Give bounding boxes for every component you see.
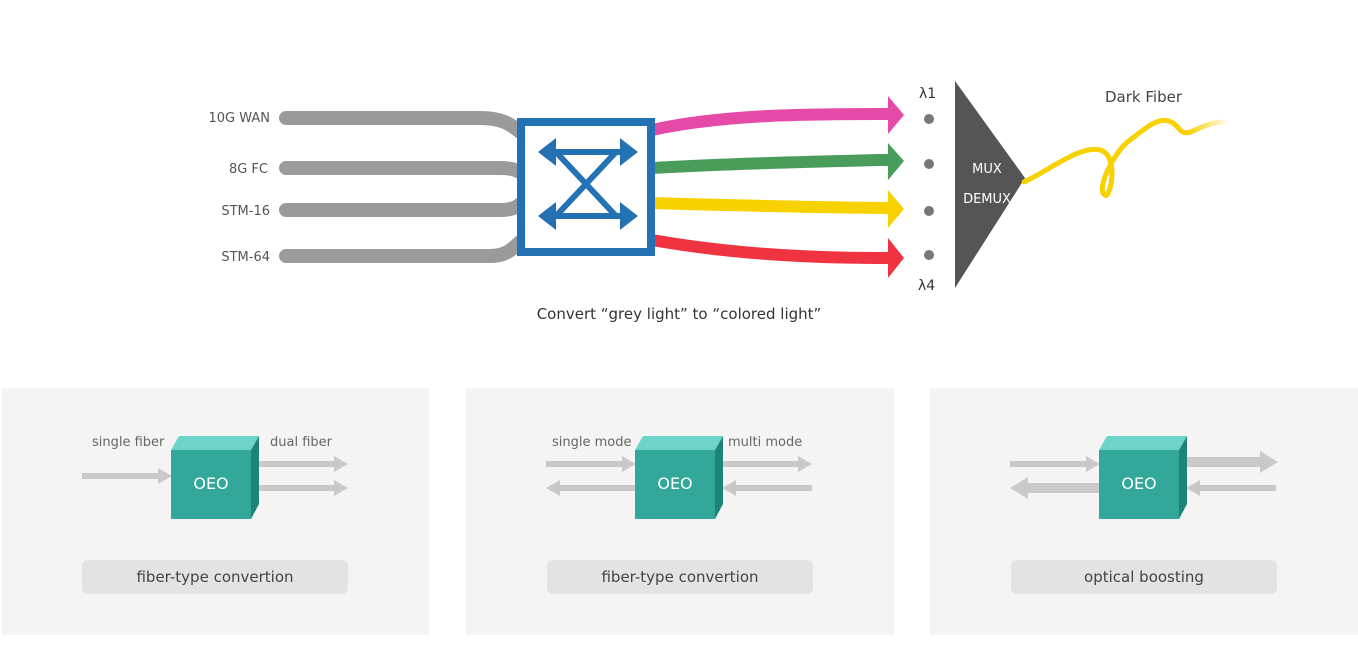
- oeo-cube-icon: [635, 436, 723, 519]
- arrowhead-red: [888, 238, 904, 278]
- mux-label: MUX: [972, 162, 1002, 177]
- arrowhead-yellow: [888, 190, 904, 228]
- oeo-cube-icon: [1099, 436, 1187, 519]
- panel-2-diagram: single mode multi mode OEO: [546, 435, 812, 519]
- panel-caption: optical boosting: [1011, 560, 1277, 594]
- panel-3-diagram: OEO: [1010, 436, 1278, 519]
- wavelength-dots: [924, 114, 934, 260]
- panel-fiber-type-single-dual: single fiber dual fiber OEO fiber-type c…: [2, 388, 429, 635]
- oeo-cube-icon: [171, 436, 259, 519]
- input-label-8g-fc: 8G FC: [229, 162, 268, 177]
- lambda-1-label: λ1: [919, 86, 936, 102]
- arrowhead-green: [888, 143, 904, 180]
- grey-fibers: [279, 111, 532, 263]
- panel-fiber-type-mode: single mode multi mode OEO fiber-type co…: [466, 388, 894, 635]
- fiber-10g-wan: [279, 111, 532, 142]
- multi-mode-label: multi mode: [728, 435, 802, 450]
- fiber-yellow: [651, 197, 881, 214]
- arrow-right-icon: [546, 456, 636, 472]
- arrow-left-icon: [722, 480, 812, 496]
- mux-demux-block: [955, 81, 1025, 288]
- arrow-right-icon: [258, 456, 348, 472]
- dark-fiber-line: [1021, 117, 1233, 198]
- panel-caption: fiber-type convertion: [547, 560, 813, 594]
- arrow-right-icon: [1010, 456, 1100, 472]
- oeo-label: OEO: [193, 474, 228, 493]
- arrow-right-icon: [82, 468, 172, 484]
- demux-label: DEMUX: [963, 192, 1011, 207]
- arrowhead-magenta: [888, 96, 904, 134]
- dual-fiber-label: dual fiber: [270, 435, 333, 450]
- panel-caption: fiber-type convertion: [82, 560, 348, 594]
- arrow-right-icon: [1186, 451, 1278, 473]
- diagram-caption: Convert “grey light” to “colored light”: [536, 305, 822, 323]
- fiber-magenta: [650, 108, 881, 136]
- arrow-left-icon: [1186, 480, 1276, 496]
- colored-fibers: [650, 108, 881, 264]
- oeo-label: OEO: [1121, 474, 1156, 493]
- arrow-left-icon: [546, 480, 636, 496]
- arrow-left-icon: [1010, 477, 1100, 499]
- arrow-right-icon: [722, 456, 812, 472]
- fiber-8g-fc: [279, 161, 532, 182]
- input-label-stm16: STM-16: [221, 204, 270, 219]
- input-label-10g-wan: 10G WAN: [208, 111, 270, 126]
- switch-icon: [517, 118, 655, 256]
- panel-optical-boosting: OEO optical boosting: [930, 388, 1358, 635]
- fiber-red: [650, 234, 881, 264]
- oeo-label: OEO: [657, 474, 692, 493]
- fiber-green: [651, 154, 881, 174]
- fiber-stm16: [279, 193, 532, 217]
- fiber-stm64: [279, 231, 532, 263]
- fiber-arrowheads: [878, 96, 904, 278]
- input-label-stm64: STM-64: [221, 250, 270, 265]
- wdm-diagram: 10G WAN 8G FC STM-16 STM-64 λ1: [208, 81, 1233, 294]
- dark-fiber-label: Dark Fiber: [1105, 88, 1183, 106]
- lambda-4-label: λ4: [918, 278, 935, 294]
- arrow-right-icon: [258, 480, 348, 496]
- single-mode-label: single mode: [552, 435, 632, 450]
- panel-1-diagram: single fiber dual fiber OEO: [82, 435, 348, 519]
- single-fiber-label: single fiber: [92, 435, 165, 450]
